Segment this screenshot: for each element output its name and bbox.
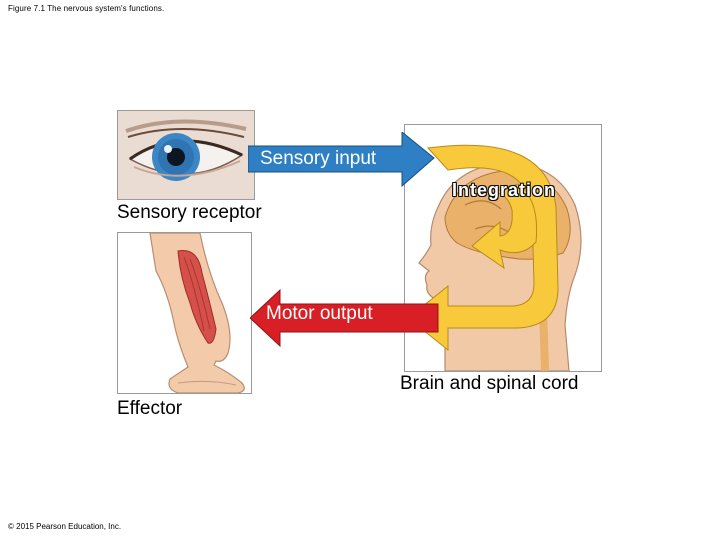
motor-output-label: Motor output bbox=[266, 303, 373, 324]
sensory-receptor-label: Sensory receptor bbox=[117, 202, 262, 223]
integration-label: Integration bbox=[452, 180, 556, 200]
integration-loop-arrow bbox=[408, 144, 559, 352]
eye-image bbox=[117, 110, 255, 200]
sensory-input-label: Sensory input bbox=[260, 148, 377, 169]
motor-output-arrow bbox=[250, 288, 439, 348]
leg-image bbox=[117, 232, 252, 394]
figure-caption: Figure 7.1 The nervous system's function… bbox=[8, 4, 165, 13]
copyright-notice: © 2015 Pearson Education, Inc. bbox=[8, 522, 122, 531]
sensory-input-arrow bbox=[248, 132, 435, 188]
brain-spinal-cord-label: Brain and spinal cord bbox=[400, 373, 579, 394]
effector-label: Effector bbox=[117, 398, 183, 419]
